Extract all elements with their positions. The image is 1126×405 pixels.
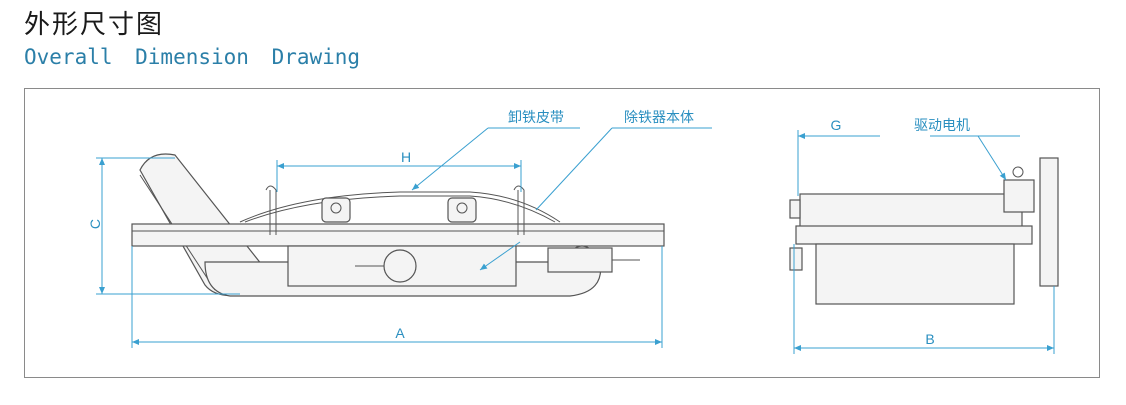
side-upper-frame [799,193,1023,231]
side-body [815,243,1015,305]
drawing-frame [24,88,1100,378]
page-subtitle: Overall Dimension Drawing [24,45,361,69]
hook-right [513,185,525,235]
dim-g-label: G [831,117,842,133]
dim-c-label: C [87,219,103,229]
label-drive-motor: 驱动电机 [914,118,970,134]
lifting-lug-right [447,197,477,223]
drive-motor [1003,179,1035,213]
label-separator-body: 除铁器本体 [624,110,694,126]
label-discharge-belt: 卸铁皮带 [508,110,564,126]
main-beam [131,223,665,247]
side-flange [1039,157,1059,287]
belt-top [239,191,561,223]
dim-b-label: B [925,331,934,347]
side-view: G B 驱动电机 [789,117,1059,354]
dim-a-label: A [395,325,405,341]
side-beam [795,225,1033,245]
front-view: C H A 卸铁皮带 除铁器本体 [87,110,712,348]
dim-h-label: H [401,149,411,165]
lifting-lug-left [321,197,351,223]
page-title: 外形尺寸图 [24,10,165,40]
hook-left [265,185,277,235]
